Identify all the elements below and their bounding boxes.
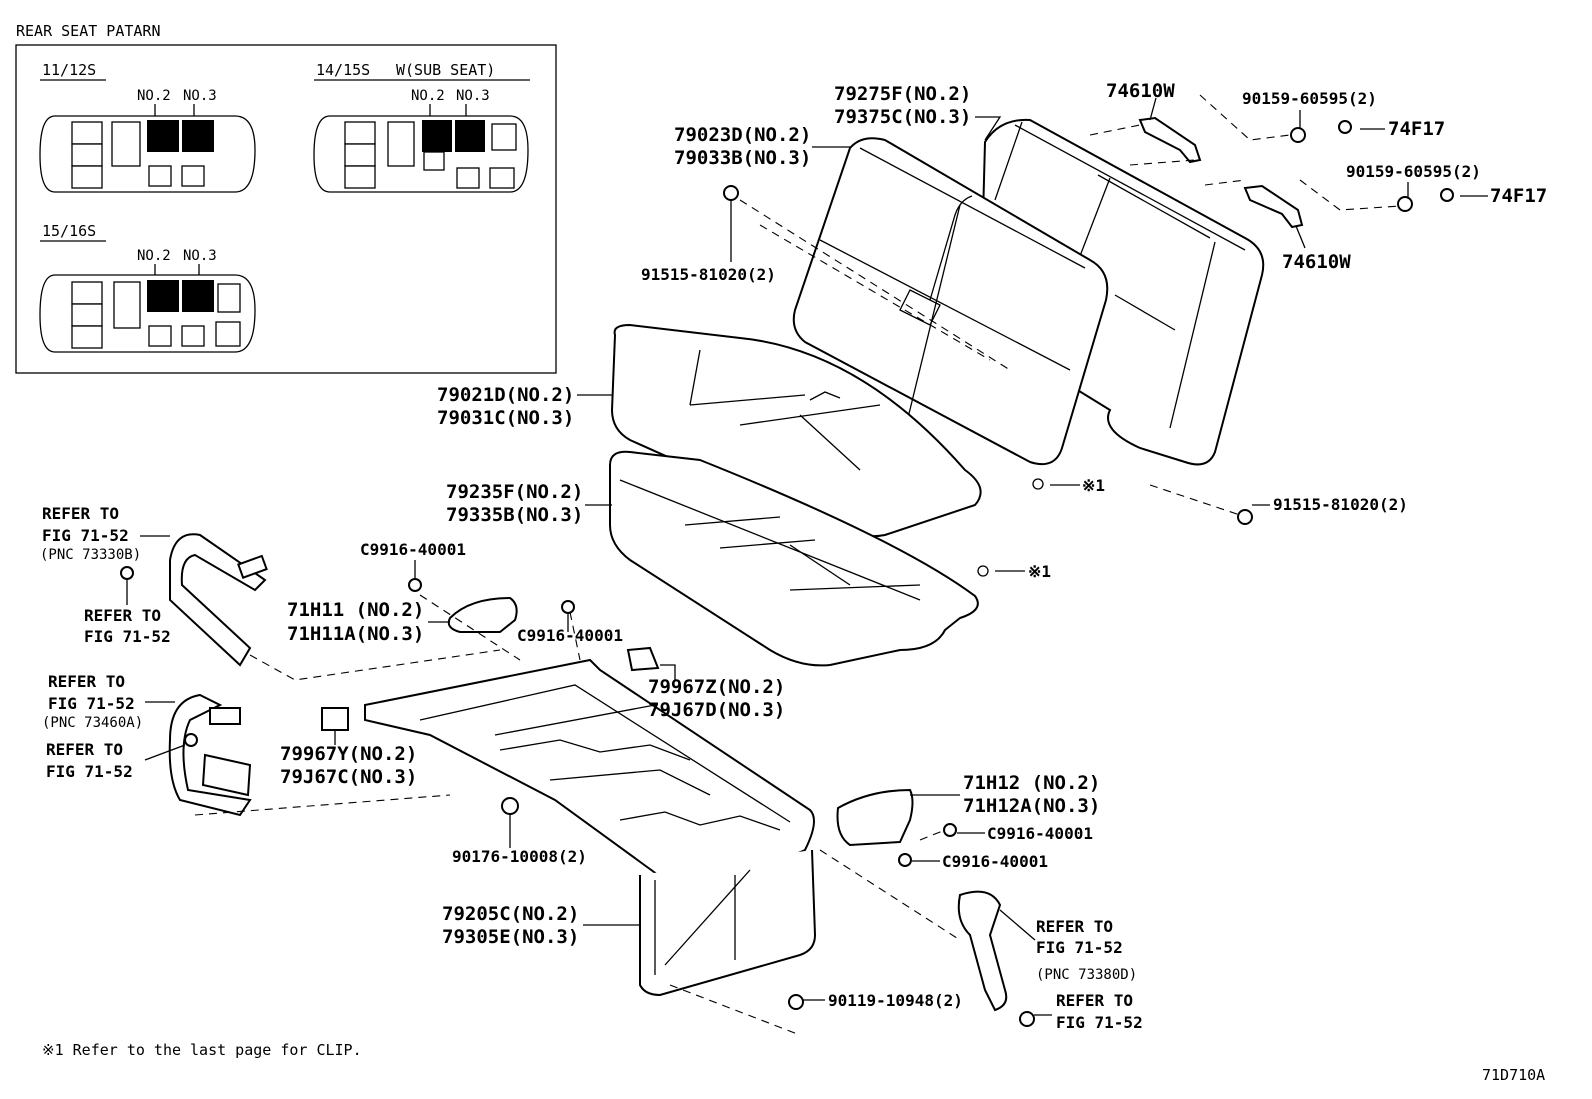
label-refer-d-2: FIG 71-52 [46, 762, 133, 781]
label-79967y: 79967Y(NO.2) [280, 743, 417, 765]
label-90159-top: 90159-60595(2) [1242, 89, 1377, 108]
label-refer-a-2: FIG 71-52 [42, 526, 129, 545]
seat-back-79023d [792, 137, 1109, 466]
label-refer-d-1: REFER TO [46, 740, 123, 759]
label-74610w-top: 74610W [1106, 80, 1175, 102]
label-71h12a: 71H12A(NO.3) [963, 795, 1100, 817]
no2-label: NO.2 [411, 88, 445, 104]
label-refer-c-1: REFER TO [48, 672, 125, 691]
label-71h11: 71H11 (NO.2) [287, 599, 424, 621]
label-79967z: 79967Z(NO.2) [648, 676, 785, 698]
label-c9916-d: C9916-40001 [942, 852, 1048, 871]
label-refer-e-1: REFER TO [1036, 917, 1113, 936]
no3-label: NO.3 [456, 88, 490, 104]
label-79023d: 79023D(NO.2) [674, 124, 811, 146]
label-clip-ref-1: ※1 [1082, 476, 1105, 495]
seat-frame-79205c [364, 658, 817, 997]
label-refer-f-1: REFER TO [1056, 991, 1133, 1010]
label-74f17-top: 74F17 [1388, 118, 1445, 140]
seat-back-hinge-74610w-mid [1243, 184, 1304, 229]
label-refer-b-2: FIG 71-52 [84, 627, 171, 646]
label-90119: 90119-10948(2) [828, 991, 963, 1010]
label-79235f: 79235F(NO.2) [446, 481, 583, 503]
label-refer-e-3: (PNC 73380D) [1036, 967, 1137, 983]
seat-cushion-pad-79235f [609, 450, 979, 667]
panel-code: 11/12S [42, 61, 96, 79]
seat-no3-highlight [455, 120, 485, 152]
label-clip-ref-2: ※1 [1028, 562, 1051, 581]
label-74610w-mid: 74610W [1282, 251, 1351, 273]
inset-frame [15, 44, 557, 374]
seat-belt-buckle-73380d [957, 890, 1008, 1012]
label-refer-f-2: FIG 71-52 [1056, 1013, 1143, 1032]
label-90159-mid: 90159-60595(2) [1346, 162, 1481, 181]
panel-code: 15/16S [42, 222, 96, 240]
stopper-79967y [321, 707, 349, 731]
seat-no2-highlight [422, 120, 452, 152]
footnote: ※1 Refer to the last page for CLIP. [42, 1041, 362, 1059]
seat-cushion-79021d [610, 323, 982, 538]
label-refer-c-3: (PNC 73460A) [42, 715, 143, 731]
no2-label: NO.2 [137, 248, 171, 264]
label-79j67c: 79J67C(NO.3) [280, 766, 417, 788]
label-c9916-a: C9916-40001 [360, 540, 466, 559]
alignment-lines [194, 94, 1401, 1036]
leader-lines [126, 97, 1488, 1016]
seat-no2-highlight [147, 120, 179, 152]
label-c9916-b: C9916-40001 [517, 626, 623, 645]
label-79205c: 79205C(NO.2) [442, 903, 579, 925]
label-79021d: 79021D(NO.2) [437, 384, 574, 406]
label-79305e: 79305E(NO.3) [442, 926, 579, 948]
inset-title: REAR SEAT PATARN [16, 22, 161, 40]
label-71h11a: 71H11A(NO.3) [287, 623, 424, 645]
label-79j67d: 79J67D(NO.3) [648, 699, 785, 721]
label-79335b: 79335B(NO.3) [446, 504, 583, 526]
no2-label: NO.2 [137, 88, 171, 104]
hinge-cover-71h11 [447, 596, 518, 633]
label-refer-a-3: (PNC 73330B) [40, 547, 141, 563]
label-90176: 90176-10008(2) [452, 847, 587, 866]
label-refer-c-2: FIG 71-52 [48, 694, 135, 713]
label-74f17-mid: 74F17 [1490, 185, 1547, 207]
seat-belt-73460a [168, 693, 252, 817]
label-refer-e-2: FIG 71-52 [1036, 938, 1123, 957]
seat-back-frame-79275f [978, 118, 1265, 466]
panel-extra: W(SUB SEAT) [396, 61, 495, 79]
seat-belt-73330b [169, 533, 268, 667]
label-71h12: 71H12 (NO.2) [963, 772, 1100, 794]
fasteners [120, 120, 1454, 1027]
seat-no2-highlight [147, 280, 179, 312]
seat-back-hinge-74610w-top [1138, 116, 1202, 164]
label-91515-right: 91515-81020(2) [1273, 495, 1408, 514]
label-79375c: 79375C(NO.3) [834, 106, 971, 128]
figure-code: 71D710A [1482, 1066, 1545, 1084]
part-labels: 79275F(NO.2) 79375C(NO.3) 79023D(NO.2) 7… [40, 80, 1547, 1032]
pattern-panel-11-12s: 11/12S NO.2 NO.3 [39, 61, 256, 193]
pattern-panel-15-16s: 15/16S NO.2 NO.3 [39, 222, 256, 353]
label-c9916-c: C9916-40001 [987, 824, 1093, 843]
seat-pattern-inset: REAR SEAT PATARN 11/12S NO.2 NO.3 14/15S… [15, 22, 557, 374]
no3-label: NO.3 [183, 88, 217, 104]
panel-code: 14/15S [316, 61, 370, 79]
stopper-79967z [626, 646, 660, 672]
label-refer-a-1: REFER TO [42, 504, 119, 523]
label-79033b: 79033B(NO.3) [674, 147, 811, 169]
no3-label: NO.3 [183, 248, 217, 264]
label-79031c: 79031C(NO.3) [437, 407, 574, 429]
seat-no3-highlight [182, 120, 214, 152]
label-79275f: 79275F(NO.2) [834, 83, 971, 105]
label-refer-b-1: REFER TO [84, 606, 161, 625]
hinge-cover-71h12 [836, 788, 914, 847]
seat-no3-highlight [182, 280, 214, 312]
pattern-panel-14-15s: 14/15S W(SUB SEAT) NO.2 NO.3 [313, 61, 530, 193]
label-91515-left: 91515-81020(2) [641, 265, 776, 284]
